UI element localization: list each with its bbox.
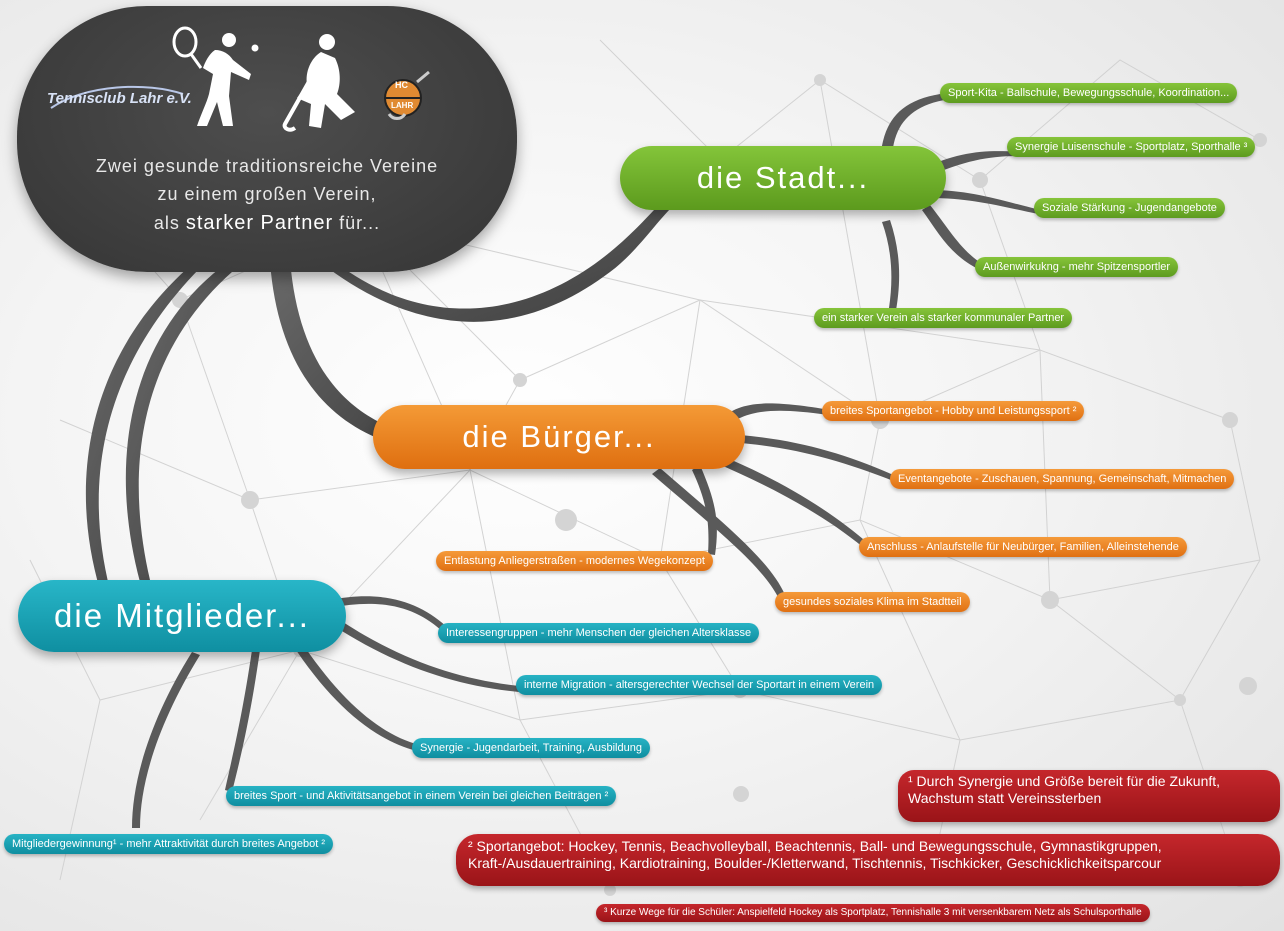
- buerger-item: Entlastung Anliegerstraßen - modernes We…: [436, 551, 713, 571]
- tennisclub-logo: Tennisclub Lahr e.V.: [47, 80, 192, 120]
- buerger-item: gesundes soziales Klima im Stadtteil: [775, 592, 970, 612]
- hockey-logo-top: HC: [395, 80, 408, 90]
- mitglieder-item: Synergie - Jugendarbeit, Training, Ausbi…: [412, 738, 650, 758]
- mitglieder-item: Interessengruppen - mehr Menschen der gl…: [438, 623, 760, 643]
- footnote-3: ³ Kurze Wege für die Schüler: Anspielfel…: [596, 904, 1150, 922]
- hero-line-3: als starker Partner für...: [17, 212, 517, 235]
- footnote-2: ² Sportangebot: Hockey, Tennis, Beachvol…: [456, 834, 1280, 886]
- stadt-item: Außenwirkukng - mehr Spitzensportler: [975, 257, 1179, 277]
- stadt-item: Synergie Luisenschule - Sportplatz, Spor…: [1007, 137, 1256, 157]
- mitglieder-item: Mitgliedergewinnung¹ - mehr Attraktivitä…: [4, 834, 334, 854]
- tennis-player-icon: [172, 26, 259, 126]
- hero-line-3-emphasis: starker Partner: [185, 212, 334, 234]
- hero-line-2: zu einem großen Verein,: [157, 184, 377, 204]
- hub-stadt: die Stadt...: [620, 146, 946, 210]
- mitglieder-item: interne Migration - altersgerechter Wech…: [516, 675, 883, 695]
- buerger-item: breites Sportangebot - Hobby und Leistun…: [822, 401, 1085, 421]
- hockey-player-icon: [282, 34, 355, 132]
- stadt-item: Sport-Kita - Ballschule, Bewegungsschule…: [940, 83, 1238, 103]
- hockey-logo-bottom: LAHR: [391, 101, 414, 110]
- footnote-1: ¹ Durch Synergie und Größe bereit für di…: [898, 770, 1280, 822]
- buerger-item: Eventangebote - Zuschauen, Spannung, Gem…: [890, 469, 1235, 489]
- footnote-2-line-2: Kraft-/Ausdauertraining, Kardiotraining,…: [468, 855, 1162, 871]
- hub-buerger: die Bürger...: [373, 405, 745, 469]
- tennisclub-logo-text: Tennisclub Lahr e.V.: [47, 90, 192, 107]
- stadt-item: Soziale Stärkung - Jugendangebote: [1034, 198, 1225, 218]
- buerger-item: Anschluss - Anlaufstelle für Neubürger, …: [859, 537, 1187, 557]
- swoosh-icon: [50, 85, 184, 109]
- hero-line-3-start: als: [153, 213, 186, 233]
- hero-line-3-end: für...: [333, 213, 381, 233]
- mitglieder-item: breites Sport - und Aktivitätsangebot in…: [226, 786, 617, 806]
- hockey-club-logo: HC LAHR: [379, 70, 433, 124]
- footnote-1-line-1: ¹ Durch Synergie und Größe bereit für di…: [908, 773, 1221, 789]
- hero-line-1: Zwei gesunde traditionsreiche Vereine: [95, 156, 439, 176]
- footnote-2-line-1: ² Sportangebot: Hockey, Tennis, Beachvol…: [468, 838, 1162, 854]
- footnote-1-line-2: Wachstum statt Vereinssterben: [908, 790, 1102, 806]
- stadt-item: ein starker Verein als starker kommunale…: [814, 308, 1073, 328]
- hero-panel: Tennisclub Lahr e.V. HC LAHR Zwei gesund…: [17, 6, 517, 272]
- hockey-badge-icon: [384, 70, 430, 120]
- hub-mitglieder: die Mitglieder...: [18, 580, 346, 652]
